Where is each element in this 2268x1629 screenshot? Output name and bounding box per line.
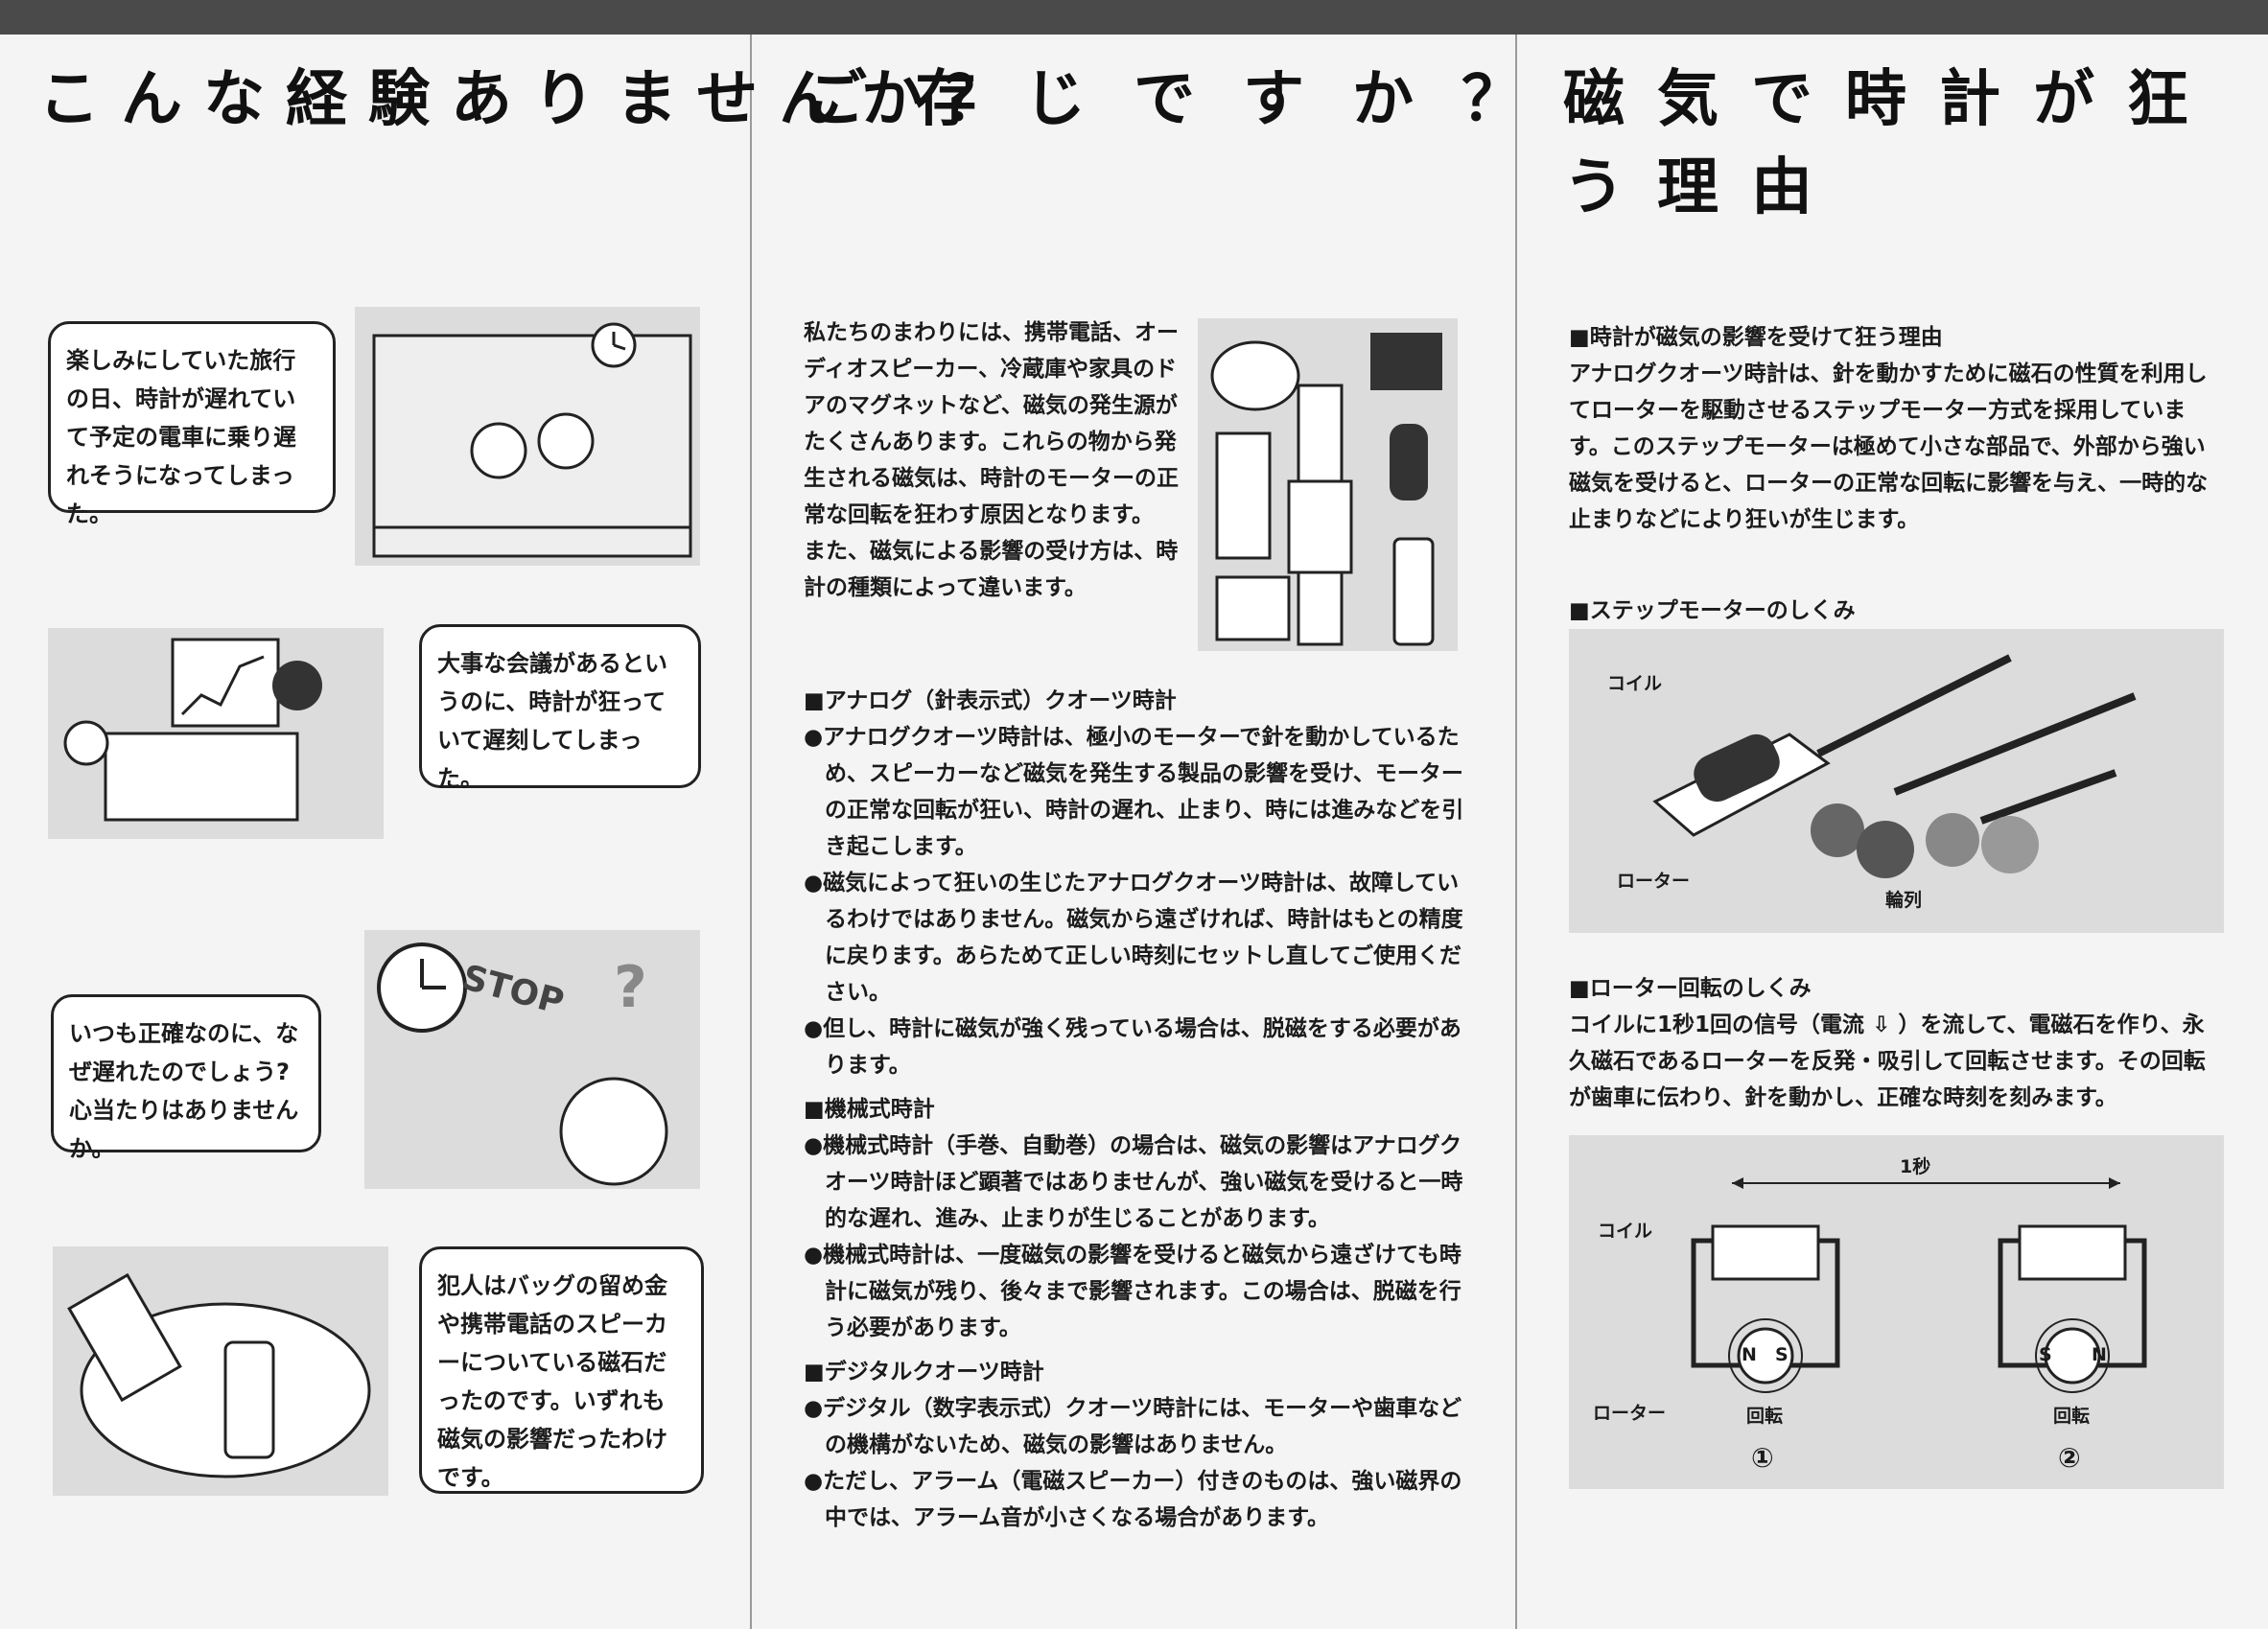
step-motor-diagram: コイル ローター 輪列 [1569, 629, 2224, 933]
pole-n: N [1742, 1344, 1757, 1365]
speech-bubble-4: 犯人はバッグの留め金や携帯電話のスピーカーについている磁石だったのです。いずれも… [419, 1246, 704, 1494]
intro-text: 私たちのまわりには、携帯電話、オーディオスピーカー、冷蔵庫や家具のドアのマグネッ… [804, 314, 1187, 606]
section-heading: ■アナログ（針表示式）クオーツ時計 [804, 688, 1177, 713]
reason-heading: ■時計が磁気の影響を受けて狂う理由 [1569, 325, 1943, 350]
speech-bubble-2: 大事な会議があるというのに、時計が狂っていて遅刻してしまった。 [419, 624, 701, 792]
rotor-rotation-diagram: 1秒 コイル ローター N S S N 回転 回転 ① ② [1569, 1135, 2224, 1489]
bag-and-phone-illustration [53, 1246, 388, 1496]
bullet: ●磁気によって狂いの生じたアナログクオーツ時計は、故障しているわけではありません… [804, 871, 1463, 1005]
bullet: ●ただし、アラーム（電磁スピーカー）付きのものは、強い磁界の中では、アラーム音が… [804, 1469, 1462, 1530]
stopped-watch-illustration: STOP? [364, 930, 700, 1189]
section-analog: ■アナログ（針表示式）クオーツ時計 ●アナログクオーツ時計は、極小のモーターで針… [804, 683, 1465, 1083]
column-divider [750, 35, 752, 1629]
rotation-label: 回転 [1746, 1406, 1784, 1427]
speech-bubble-1: 楽しみにしていた旅行の日、時計が遅れていて予定の電車に乗り遅れそうになってしまっ… [48, 321, 336, 527]
pole-s: S [1775, 1344, 1789, 1365]
step-1-label: ① [1751, 1442, 1774, 1474]
reason-section: ■時計が磁気の影響を受けて狂う理由 アナログクオーツ時計は、針を動かすために磁石… [1569, 319, 2226, 538]
bullet: ●機械式時計（手巻、自動巻）の場合は、磁気の影響はアナログクオーツ時計ほど顕著で… [804, 1133, 1463, 1231]
column-divider [1515, 35, 1517, 1629]
coil-label: コイル [1607, 673, 1663, 694]
title-right: 磁気で時計が狂う理由 [1563, 64, 2221, 223]
rotor-rotation-paragraph: コイルに1秒1回の信号（電流 ⇩ ）を流して、電磁石を作り、永久磁石であるロータ… [1569, 1007, 2226, 1116]
bullet: ●デジタル（数字表示式）クオーツ時計には、モーターや歯車などの機構がないため、磁… [804, 1396, 1462, 1457]
paragraph-part: ）を流して、電磁石を作り、永久磁石であるローターを反発・吸引して回転させます。そ… [1569, 1012, 2206, 1110]
speech-bubble-3: いつも正確なのに、なぜ遅れたのでしょう? 心当たりはありませんか。 [51, 994, 321, 1162]
pole-n: N [2092, 1344, 2107, 1365]
title-middle: ご存じですか？ [806, 64, 1571, 135]
interval-label: 1秒 [1900, 1156, 1931, 1177]
bullet: ●アナログクオーツ時計は、極小のモーターで針を動かしているため、スピーカーなど磁… [804, 725, 1464, 859]
watch-types-sections: ■アナログ（針表示式）クオーツ時計 ●アナログクオーツ時計は、極小のモーターで針… [804, 683, 1465, 1536]
question-mark: ? [614, 954, 647, 1021]
section-heading: ■機械式時計 [804, 1097, 935, 1122]
bullet: ●機械式時計は、一度磁気の影響を受けると磁気から遠ざけても時計に磁気が残り、後々… [804, 1243, 1461, 1340]
intro-paragraph: 私たちのまわりには、携帯電話、オーディオスピーカー、冷蔵庫や家具のドアのマグネッ… [804, 320, 1179, 527]
top-band [0, 0, 2268, 35]
reason-paragraph: アナログクオーツ時計は、針を動かすために磁石の性質を利用してローターを駆動させる… [1569, 361, 2209, 532]
paragraph-part: コイルに1秒1回の信号（電流 [1569, 1012, 1865, 1037]
coil-label: コイル [1598, 1221, 1653, 1242]
rotor-label: ローター [1617, 871, 1691, 892]
stop-text: STOP [458, 958, 568, 1022]
pole-s: S [2039, 1344, 2052, 1365]
current-down-arrow-icon: ⇩ [1872, 1012, 1891, 1037]
bullet: ●但し、時計に磁気が強く残っている場合は、脱磁をする必要があります。 [804, 1016, 1461, 1078]
title-left: こんな経験ありませんか？ [38, 64, 1027, 135]
section-mechanical: ■機械式時計 ●機械式時計（手巻、自動巻）の場合は、磁気の影響はアナログクオーツ… [804, 1091, 1465, 1346]
meeting-illustration [48, 628, 384, 839]
rotor-label: ローター [1593, 1403, 1667, 1424]
gear-train-label: 輪列 [1885, 890, 1923, 911]
step-2-label: ② [2058, 1442, 2081, 1474]
step-motor-heading: ■ステップモーターのしくみ [1569, 598, 1856, 623]
intro-paragraph: また、磁気による影響の受け方は、時計の種類によって違います。 [804, 539, 1179, 600]
section-heading: ■デジタルクオーツ時計 [804, 1360, 1044, 1385]
magnetic-sources-illustration [1198, 318, 1458, 651]
rotation-label: 回転 [2053, 1406, 2091, 1427]
rotor-rotation-heading: ■ローター回転のしくみ [1569, 976, 1812, 1001]
train-illustration [355, 307, 700, 566]
section-digital: ■デジタルクオーツ時計 ●デジタル（数字表示式）クオーツ時計には、モーターや歯車… [804, 1354, 1465, 1536]
